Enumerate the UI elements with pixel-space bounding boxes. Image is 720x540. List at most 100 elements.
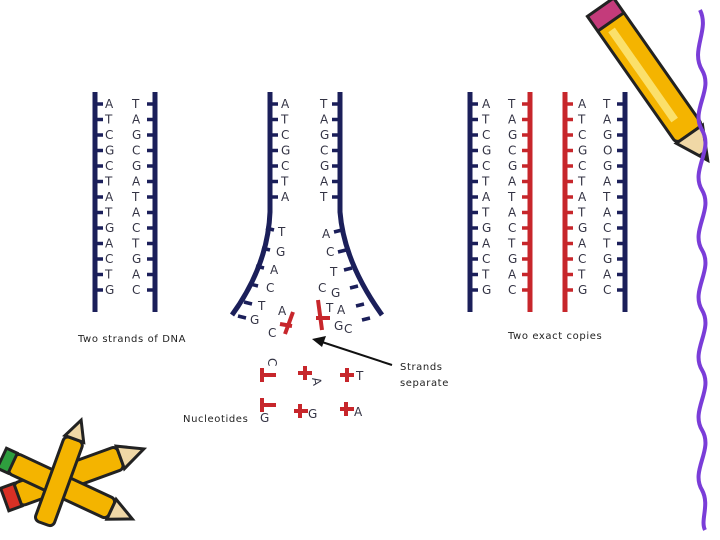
fork-low-base-b-3: C	[318, 281, 326, 295]
nucleotide-g1: G	[260, 411, 269, 425]
copy2-base-a-11: T	[577, 268, 586, 282]
purple-squiggle	[698, 10, 705, 530]
copy2-base-a-8: G	[578, 221, 587, 235]
base-a-6: A	[105, 190, 114, 204]
copy2-base-b-10: G	[603, 252, 612, 266]
caption-strands: Strands	[400, 362, 443, 373]
fork-pair-3: G	[331, 286, 340, 300]
fork-low-base-b-0: A	[322, 227, 331, 241]
fork-base-b-3: C	[320, 144, 328, 158]
base-a-1: T	[104, 113, 113, 127]
copy2-base-b-9: T	[602, 237, 611, 251]
base-b-12: C	[132, 283, 140, 297]
copy1-base-b-6: T	[507, 190, 516, 204]
copy2-base-b-7: A	[603, 206, 612, 220]
fork-low-base-a-3: C	[266, 281, 274, 295]
fork-low-rung-b-5	[362, 318, 370, 320]
base-b-3: C	[132, 144, 140, 158]
copy1-base-a-2: C	[482, 128, 490, 142]
copy1-base-b-4: G	[508, 159, 517, 173]
copy1-base-b-1: A	[508, 113, 517, 127]
copy1-base-b-5: A	[508, 175, 517, 189]
fork-base-b-0: T	[319, 97, 328, 111]
base-b-4: G	[132, 159, 141, 173]
base-a-3: G	[105, 144, 114, 158]
copy1-base-a-12: G	[482, 283, 491, 297]
base-a-12: G	[105, 283, 114, 297]
base-a-8: G	[105, 221, 114, 235]
copy1-base-b-9: T	[507, 237, 516, 251]
fork-low-base-b-2: T	[329, 265, 338, 279]
pencils-bundle-icon	[0, 417, 148, 529]
fork-base-a-2: C	[281, 128, 289, 142]
base-a-9: A	[105, 237, 114, 251]
copy1-base-b-3: C	[508, 144, 516, 158]
copy1-base-b-7: A	[508, 206, 517, 220]
copy1-base-a-8: G	[482, 221, 491, 235]
fork-base-b-5: A	[320, 175, 329, 189]
fork-low-rung-b-1	[338, 250, 346, 252]
fork-pair-4: A	[337, 303, 346, 317]
copy2-base-b-4: G	[603, 159, 612, 173]
fork-base-a-0: A	[281, 97, 290, 111]
fork-low-base-b-5: G	[334, 319, 343, 333]
nucleotide-t: T	[355, 369, 364, 383]
fork-low-base-b-4: T	[325, 301, 334, 315]
copy2-base-b-8: C	[603, 221, 611, 235]
fork-low-rung-b-0	[334, 230, 342, 232]
fork-low-rung-b-3	[350, 286, 358, 288]
fork-low-rung-b-2	[344, 268, 352, 270]
fork-low-rung-a-3	[250, 284, 258, 286]
base-a-5: T	[104, 175, 113, 189]
fork-low-base-a-4: T	[257, 299, 266, 313]
nucleotide-c: C	[265, 358, 279, 366]
nucleotide-a: A	[309, 376, 324, 387]
base-a-11: T	[104, 268, 113, 282]
copy1-base-a-9: A	[482, 237, 491, 251]
fork-base-b-6: T	[319, 190, 328, 204]
fork-low-base-a-5: G	[250, 313, 259, 327]
arrow-icon	[312, 336, 392, 365]
fork-base-b-1: A	[320, 113, 329, 127]
nucleotide-g2: G	[308, 407, 317, 421]
base-b-0: T	[131, 97, 140, 111]
copy1-base-a-10: C	[482, 252, 490, 266]
fork-right-backbone	[340, 92, 382, 315]
copy1-base-b-11: A	[508, 268, 517, 282]
copy2-base-b-5: A	[603, 175, 612, 189]
fork-base-a-4: C	[281, 159, 289, 173]
copy2-base-b-11: A	[603, 268, 612, 282]
copy2-base-b-2: G	[603, 128, 612, 142]
base-a-7: T	[104, 206, 113, 220]
base-b-10: G	[132, 252, 141, 266]
base-b-5: A	[132, 175, 141, 189]
caption-two-strands: Two strands of DNA	[77, 334, 186, 345]
nucleotide-a2: A	[354, 405, 363, 419]
base-b-2: G	[132, 128, 141, 142]
copy2-base-a-1: T	[577, 113, 586, 127]
fork-left-backbone	[232, 92, 270, 315]
copy1-base-a-6: A	[482, 190, 491, 204]
fork-base-a-1: T	[280, 113, 289, 127]
base-a-2: C	[105, 128, 113, 142]
copy1-base-a-11: T	[481, 268, 490, 282]
base-b-8: C	[132, 221, 140, 235]
fork-low-rung-a-4	[244, 302, 252, 304]
caption-nucleotides: Nucleotides	[183, 414, 248, 425]
copy2-base-a-10: C	[578, 252, 586, 266]
caption-separate: separate	[400, 378, 449, 389]
copy1-base-b-8: C	[508, 221, 516, 235]
fork-pair-2: C	[268, 326, 276, 340]
fork-base-b-4: G	[320, 159, 329, 173]
fork-base-a-5: T	[280, 175, 289, 189]
fork-pair-5: C	[344, 322, 352, 336]
copy2-base-a-9: A	[578, 237, 587, 251]
fork-low-rung-b-4	[356, 304, 364, 306]
base-a-10: C	[105, 252, 113, 266]
copy1-base-b-2: G	[508, 128, 517, 142]
base-b-9: T	[131, 237, 140, 251]
